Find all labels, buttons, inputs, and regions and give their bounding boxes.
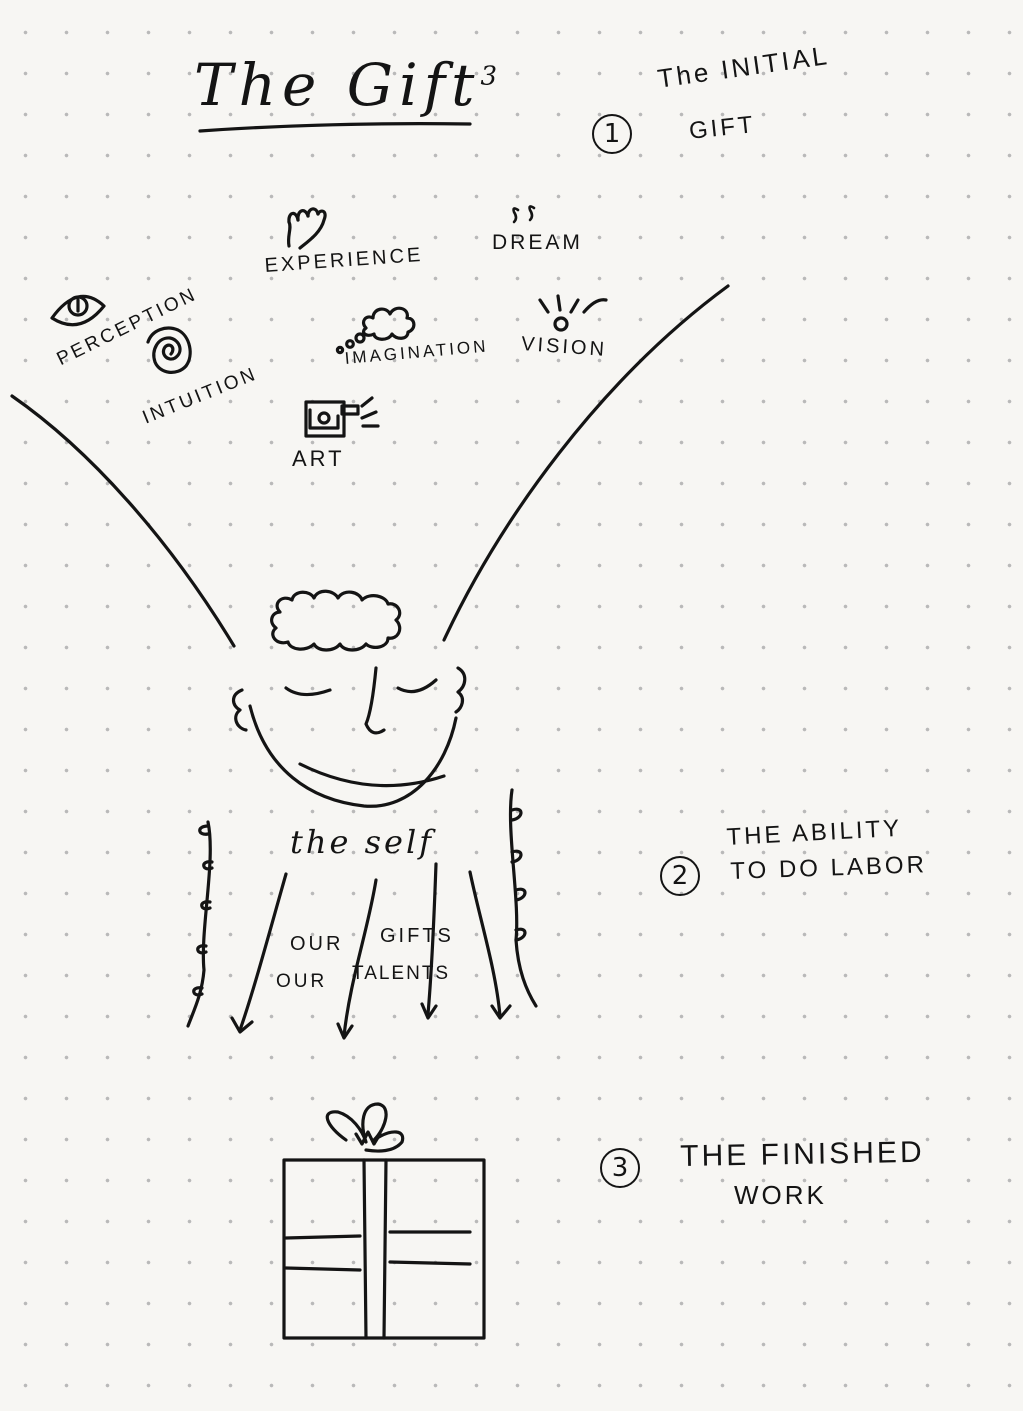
left-ear (231, 688, 248, 732)
hand-icon (286, 207, 327, 250)
nose (364, 666, 386, 735)
light-icon (538, 294, 608, 332)
gifts-line2-talents: TALENTS (352, 963, 451, 984)
face-drawing (231, 666, 467, 808)
gift-box-icon (282, 1102, 486, 1340)
right-ear (454, 666, 467, 714)
talent-arrows (230, 862, 512, 1040)
left-eye (284, 686, 332, 697)
painting-icon (304, 396, 380, 438)
stage-3-line1: THE FINISHED (679, 1135, 925, 1173)
stage-number-2: 2 (660, 856, 700, 896)
stage-number-1: 1 (592, 114, 632, 154)
gifts-line1-gifts: GIFTS (380, 925, 454, 947)
self-label: the self (290, 823, 435, 861)
gifts-line1-our: OUR (290, 933, 344, 955)
right-eye (396, 678, 438, 694)
stage-number-3: 3 (600, 1148, 640, 1188)
cloud-icon (335, 306, 416, 355)
stage-3-line2: WORK (734, 1180, 827, 1210)
title-text: The Gift (194, 51, 481, 119)
title-superscript: 3 (480, 61, 504, 92)
funnel-right-line (442, 284, 730, 642)
jaw (248, 704, 458, 808)
spiral-icon (146, 326, 192, 374)
page-title: The Gift3 (194, 56, 503, 114)
gift-bow (325, 1102, 405, 1153)
title-underline (198, 122, 472, 133)
dream-label: DREAM (492, 231, 583, 254)
funnel-left-line (10, 394, 236, 648)
gifts-line2-our: OUR (276, 971, 328, 992)
right-vine (508, 788, 538, 1008)
art-label: ART (292, 446, 345, 471)
left-vine (186, 820, 214, 1028)
eye-icon (50, 294, 106, 327)
brain-icon (270, 589, 402, 652)
dream-icon (512, 205, 536, 224)
